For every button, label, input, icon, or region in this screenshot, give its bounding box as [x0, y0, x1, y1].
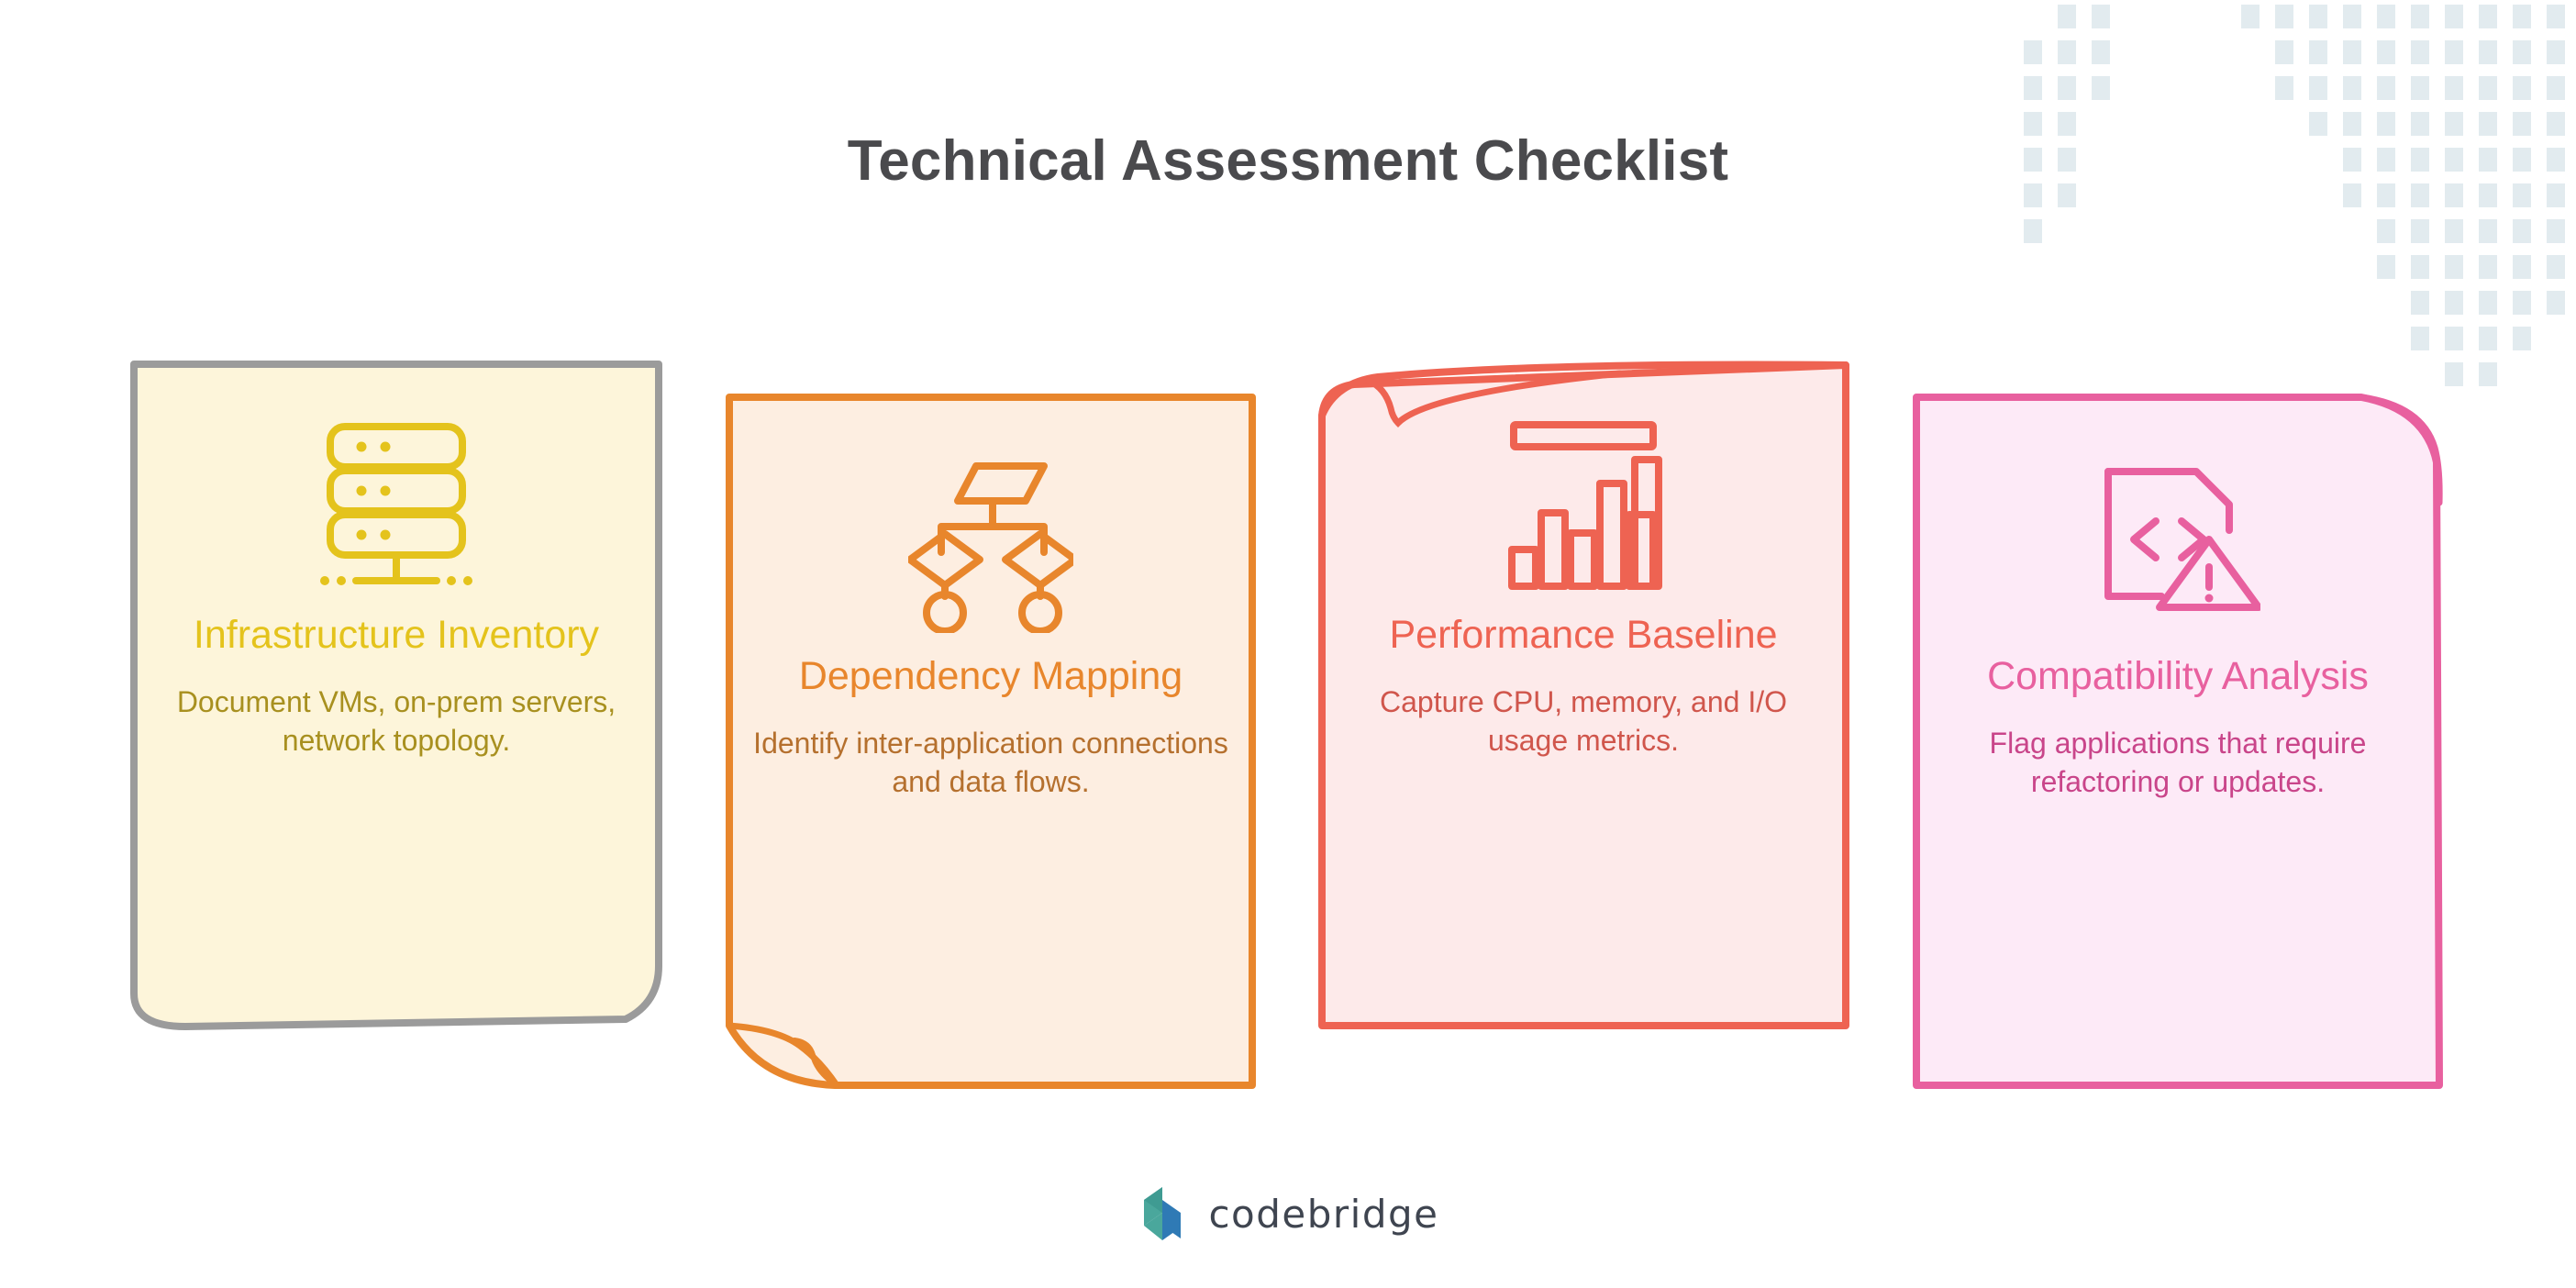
logo-wordmark: codebridge — [1208, 1191, 1439, 1237]
card-heading: Dependency Mapping — [798, 654, 1183, 698]
dotted-world-map — [2024, 5, 2565, 386]
card-heading: Performance Baseline — [1389, 613, 1778, 657]
card-body: Document VMs, on-prem servers, network t… — [176, 684, 616, 758]
flowchart-icon — [906, 459, 1079, 638]
card-dependency-mapping[interactable]: Dependency Mapping Identify inter-applic… — [725, 393, 1257, 1090]
page-title: Technical Assessment Checklist — [847, 129, 1729, 193]
card-heading: Infrastructure Inventory — [193, 613, 600, 657]
codebridge-logo-mark — [1144, 1187, 1182, 1240]
bar-chart-icon — [1501, 417, 1666, 596]
card-shape-2 — [726, 394, 1256, 1089]
card-heading: Compatibility Analysis — [1987, 654, 2369, 698]
card-body: Flag applications that require refactori… — [1989, 726, 2367, 799]
server-stack-icon — [314, 417, 479, 596]
footer-logo: codebridge — [0, 1185, 2576, 1242]
card-compatibility-analysis[interactable]: Compatibility Analysis Flag applications… — [1912, 393, 2444, 1090]
card-body: Capture CPU, memory, and I/O usage metri… — [1380, 684, 1787, 758]
card-shape-1 — [130, 361, 662, 1030]
card-shape-3 — [1318, 361, 1849, 1029]
code-file-warning-icon — [2095, 459, 2262, 638]
card-body: Identify inter-application connections a… — [753, 726, 1228, 799]
card-infrastructure-inventory[interactable]: Infrastructure Inventory Document VMs, o… — [130, 361, 662, 1030]
card-performance-baseline[interactable]: Performance Baseline Capture CPU, memory… — [1317, 361, 1849, 1030]
card-shape-4 — [1913, 394, 2443, 1089]
